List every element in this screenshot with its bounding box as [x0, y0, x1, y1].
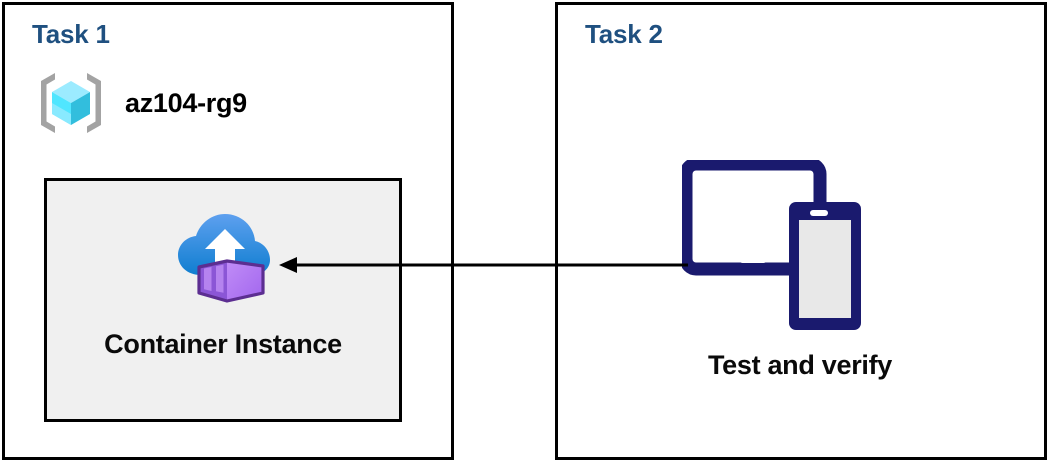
container-instance-icon: [178, 214, 270, 303]
resource-group-name: az104-rg9: [125, 87, 247, 118]
resource-group-row: az104-rg9: [35, 67, 247, 139]
task-1-label: Task 1: [32, 19, 110, 49]
container-instance-card: Container Instance: [44, 178, 402, 422]
container-instance-label: Container Instance: [104, 329, 342, 359]
test-and-verify-label: Test and verify: [707, 350, 893, 380]
connector-arrow-icon: [279, 257, 688, 273]
task-2-label: Task 2: [585, 19, 663, 49]
devices-icon: [682, 160, 861, 330]
resource-group-icon: [41, 73, 101, 133]
panel-task-1: Task 1 az104-rg9: [2, 2, 454, 460]
